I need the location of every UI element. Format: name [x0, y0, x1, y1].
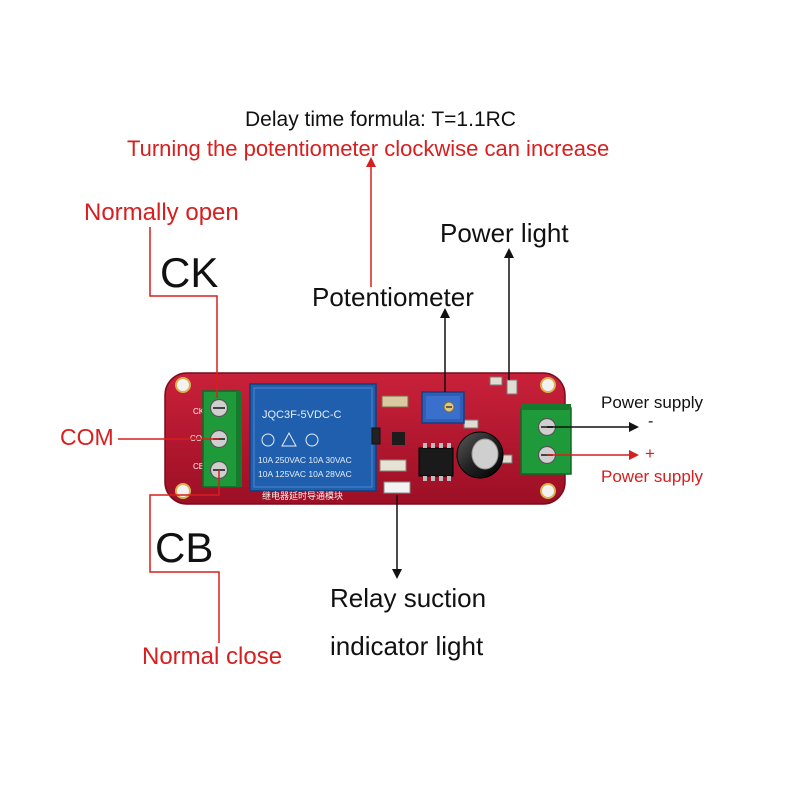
- relay-rating-2: 10A 125VAC 10A 28VAC: [258, 469, 352, 479]
- ck-label: CK: [160, 249, 219, 296]
- cert-marks-icon: [261, 431, 319, 447]
- normal-close-leader: [149, 470, 220, 643]
- red-callouts: [118, 157, 639, 643]
- silk-ck: CK: [193, 407, 205, 416]
- power-supply-minus-label: Power supply: [601, 393, 704, 412]
- delay-formula-label: Delay time formula: T=1.1RC: [245, 108, 516, 131]
- indicator-light-label: indicator light: [330, 631, 484, 661]
- relay: JQC3F-5VDC-C 10A 250VAC 10A 30VAC 10A 12…: [249, 383, 377, 492]
- timer-chip: [418, 443, 454, 481]
- screw-terminal: [209, 398, 229, 418]
- relay-indicator-led: [383, 481, 411, 494]
- mount-hole: [175, 483, 191, 499]
- relay-rating-1: 10A 250VAC 10A 30VAC: [258, 455, 352, 465]
- normally-open-leader: [149, 227, 218, 398]
- mount-hole: [540, 377, 556, 393]
- silk-bottom-text: 继电器延时导通模块: [262, 490, 343, 502]
- smd-components: [371, 376, 518, 494]
- cb-label: CB: [155, 524, 214, 571]
- relay-suction-label: Relay suction: [330, 583, 487, 613]
- power-supply-plus-label: Power supply: [601, 467, 704, 486]
- potentiometer-label: Potentiometer: [312, 282, 474, 312]
- mount-hole: [175, 377, 191, 393]
- turning-note-label: Turning the potentiometer clockwise can …: [127, 136, 610, 161]
- black-callouts: [392, 248, 639, 579]
- electrolytic-capacitor: [456, 431, 504, 479]
- com-label: COM: [60, 424, 114, 450]
- mount-hole: [540, 483, 556, 499]
- normally-open-label: Normally open: [84, 199, 239, 226]
- relay-model: JQC3F-5VDC-C: [262, 409, 342, 421]
- minus-sign-label: -: [648, 413, 654, 430]
- normal-close-label: Normal close: [142, 643, 283, 670]
- plus-sign-label: +: [645, 444, 655, 463]
- power-terminal-block: [520, 404, 572, 475]
- power-light-label: Power light: [440, 218, 569, 248]
- silk-cb: CB: [193, 462, 204, 471]
- potentiometer: [421, 391, 465, 424]
